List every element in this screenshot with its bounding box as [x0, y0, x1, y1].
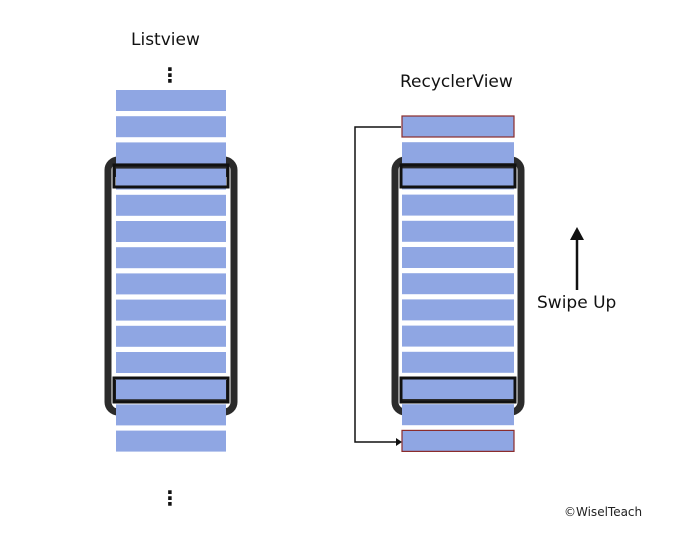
swipe-arrow-head — [570, 227, 584, 240]
recyclerview-rows — [401, 115, 515, 452]
listview-group: ⋮ ⋮ — [104, 63, 238, 510]
listview-row — [116, 378, 226, 400]
arrow-up-icon — [570, 227, 584, 290]
listview-row — [116, 430, 226, 452]
recyclerview-recycled-row — [401, 429, 515, 452]
listview-row — [116, 352, 226, 373]
listview-viewport-top-edge — [112, 163, 230, 189]
recyclerview-row — [402, 404, 514, 426]
listview-viewport-bottom-edge — [112, 376, 230, 404]
listview-row — [116, 194, 226, 216]
copyright-text: ©WiselTeach — [564, 505, 643, 519]
recyclerview-group — [354, 115, 525, 452]
listview-row — [116, 142, 226, 164]
listview-row — [116, 168, 226, 190]
recyclerview-row — [402, 325, 514, 347]
recycle-loop-arrow — [354, 126, 401, 443]
recyclerview-viewport-bottom-edge — [399, 376, 517, 404]
listview-row — [116, 116, 226, 138]
recyclerview-row — [402, 194, 514, 216]
swipe-up-label: Swipe Up — [537, 293, 617, 313]
recyclerview-row — [402, 220, 514, 242]
listview-row — [116, 90, 226, 111]
recyclerview-row — [402, 299, 514, 321]
listview-row — [116, 404, 226, 426]
recyclerview-viewport-top-edge — [399, 163, 517, 189]
recyclerview-row — [402, 168, 514, 190]
recyclerview-title: RecyclerView — [400, 72, 513, 92]
listview-row — [116, 247, 226, 269]
listview-more-above-ellipsis: ⋮ — [160, 63, 180, 87]
listview-rows — [116, 90, 226, 452]
recyclerview-row — [402, 142, 514, 164]
listview-row — [116, 221, 226, 242]
recyclerview-row — [402, 378, 514, 399]
recycle-loop-arrowhead — [396, 438, 402, 446]
listview-more-below-ellipsis: ⋮ — [160, 486, 180, 510]
listview-row — [116, 299, 226, 321]
recyclerview-recycled-row — [401, 115, 515, 138]
recyclerview-row — [402, 247, 514, 268]
listview-row — [116, 325, 226, 347]
listview-title: Listview — [131, 30, 200, 50]
recyclerview-row — [402, 351, 514, 373]
listview-row — [116, 273, 226, 295]
recyclerview-row — [402, 273, 514, 295]
